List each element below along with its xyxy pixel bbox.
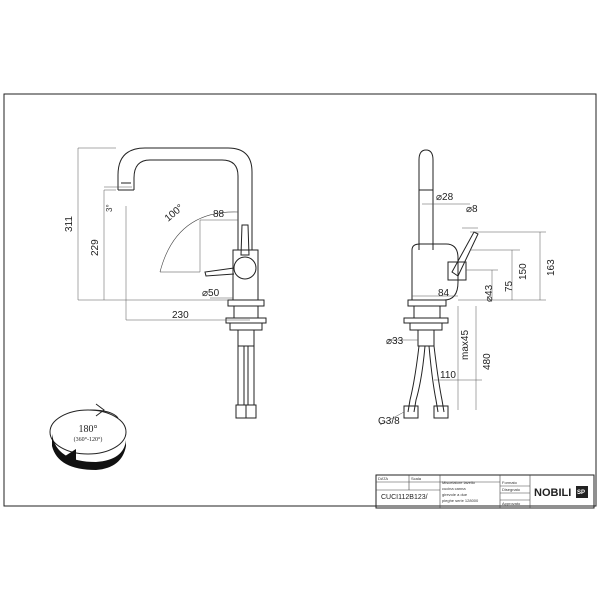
brand-mark: SP	[577, 490, 585, 496]
supply-hoses	[237, 346, 255, 405]
tb-desc-2: cucina canna	[442, 486, 466, 491]
side-lever	[451, 231, 479, 277]
lever-hub	[233, 256, 257, 280]
tb-label-3: Formato	[502, 480, 518, 485]
dim-lever-angle: 100°	[163, 203, 186, 225]
side-view	[379, 149, 546, 426]
dim-body-diameter: ⌀43	[484, 284, 495, 302]
rotation-sub-label: (360°-120°)	[74, 436, 103, 443]
tb-desc-1: Miscelatore lavello	[442, 480, 476, 485]
front-view	[77, 147, 267, 419]
dim-150: 150	[518, 263, 529, 280]
dim-lever-diameter: ⌀8	[466, 204, 478, 215]
dim-thread: G3/8	[378, 416, 400, 427]
tb-code: CUCI112B123/	[381, 494, 428, 501]
tb-label-4: Disegnato	[502, 487, 521, 492]
dim-163: 163	[546, 259, 557, 276]
rotation-arrowhead	[62, 449, 76, 466]
dim-max45: max45	[460, 330, 471, 360]
tb-desc-3: girevole a due	[442, 492, 468, 497]
dim-480: 480	[482, 353, 493, 370]
side-supply-hoses	[407, 345, 445, 413]
tb-label-5: Approvato	[502, 501, 521, 506]
tb-label-1: DATA	[378, 476, 388, 481]
spout-outline	[117, 147, 253, 250]
drawing-frame	[3, 93, 597, 507]
brand-mark-box	[576, 486, 588, 498]
dim-spout-tilt: 3°	[105, 204, 114, 212]
lever-handle	[204, 267, 235, 277]
dim-88: 88	[213, 209, 225, 220]
tb-label-2: Scala	[411, 476, 422, 481]
dim-230: 230	[172, 310, 189, 321]
brand-logo: NOBILI	[534, 487, 571, 499]
rotation-main-label: 180°	[79, 424, 98, 435]
dim-229: 229	[90, 239, 101, 256]
rotation-ring	[49, 409, 127, 455]
side-spout-outline	[418, 149, 434, 250]
dim-84: 84	[438, 288, 450, 299]
dim-311: 311	[64, 216, 75, 232]
title-block	[375, 474, 595, 509]
side-body-outline	[411, 243, 459, 301]
dim-110: 110	[440, 370, 456, 381]
tb-desc-4: pieghe serie 128000	[442, 498, 479, 503]
rotation-badge	[49, 403, 127, 470]
dim-75: 75	[504, 280, 515, 292]
dim-mount-diameter: ⌀33	[386, 336, 404, 347]
dim-spout-diameter: ⌀28	[436, 192, 454, 203]
dim-base-diameter: ⌀50	[202, 288, 220, 299]
